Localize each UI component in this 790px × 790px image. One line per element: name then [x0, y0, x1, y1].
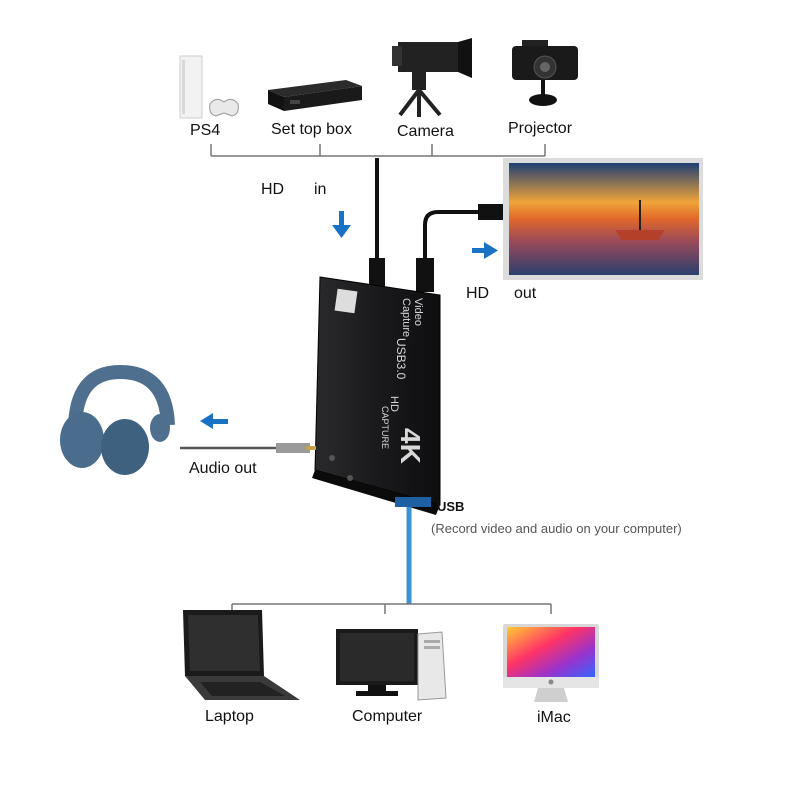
device-line-usb: USB3.0	[394, 338, 408, 380]
device-print: 4K HD CAPTURE Video Capture USB3.0	[380, 298, 428, 468]
audio-out-arrow-icon	[200, 413, 228, 429]
ps4-icon	[179, 55, 239, 119]
laptop-icon	[183, 610, 300, 700]
source-connector-lines	[210, 144, 546, 157]
label-usb-note: (Record video and audio on your computer…	[431, 521, 682, 536]
computer-connector-lines	[231, 603, 552, 614]
camera-icon	[392, 38, 472, 117]
device-line-video-capture: Video Capture	[400, 298, 424, 338]
hdmi-plug-tv-icon	[478, 204, 508, 220]
label-audio-out: Audio out	[189, 460, 257, 477]
label-ps4: PS4	[190, 122, 221, 139]
device-brand-mark: 4K	[395, 428, 426, 464]
label-projector: Projector	[508, 120, 573, 137]
label-laptop: Laptop	[205, 708, 254, 725]
audio-jack-icon	[276, 443, 310, 453]
hd-out-arrow-icon	[472, 242, 498, 259]
label-hd-in-in: in	[314, 181, 327, 198]
label-hd-out-out: out	[514, 285, 537, 302]
hdmi-plug-out-icon	[416, 258, 434, 292]
label-computer: Computer	[352, 708, 423, 725]
projector-icon	[512, 40, 578, 106]
device-line-capture: CAPTURE	[380, 406, 390, 450]
label-hd-in-hd: HD	[261, 181, 285, 198]
hdmi-cables	[375, 158, 480, 262]
tv-screen-icon	[503, 158, 703, 280]
imac-icon	[503, 624, 599, 702]
capture-device-icon	[312, 276, 441, 515]
label-usb: USB	[437, 499, 465, 514]
label-set-top-box: Set top box	[271, 121, 352, 138]
headphones-icon	[60, 364, 175, 475]
label-camera: Camera	[397, 123, 454, 140]
label-imac: iMac	[537, 709, 571, 726]
desktop-computer-icon	[336, 629, 447, 701]
set-top-box-icon	[268, 80, 362, 111]
hd-in-arrow-icon	[332, 211, 351, 238]
label-hd-out-hd: HD	[466, 285, 490, 302]
hdmi-plug-in-icon	[369, 258, 385, 288]
